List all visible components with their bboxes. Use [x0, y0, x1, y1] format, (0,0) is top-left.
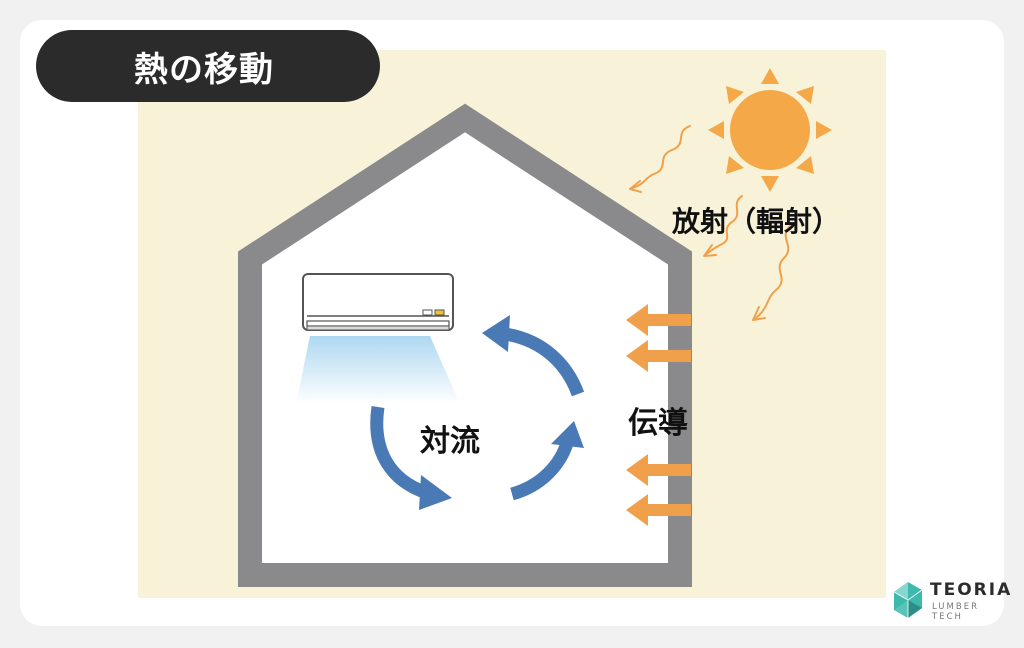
convection-arrow-left	[370, 406, 452, 510]
teoria-logo: TEORIA LUMBER TECH	[888, 578, 1010, 622]
page-title: 熱の移動	[134, 49, 274, 90]
title-pill: 熱の移動	[36, 30, 380, 102]
radiation-wave-3	[752, 225, 791, 321]
radiation-label: 放射（輻射）	[672, 205, 841, 238]
house-outline	[238, 103, 692, 587]
conduction-arrow-1	[626, 304, 691, 336]
radiation-wave-1	[629, 125, 691, 193]
logo-name: TEORIA	[930, 580, 1013, 600]
air-conditioner-icon	[296, 273, 460, 404]
radiation-wave-2	[703, 195, 743, 257]
sun-icon	[708, 68, 832, 192]
conduction-arrow-2	[626, 340, 691, 372]
convection-label: 対流	[420, 424, 480, 459]
logo-mark-icon	[893, 582, 923, 618]
radiation-waves	[629, 125, 791, 321]
conduction-label: 伝導	[628, 406, 688, 441]
convection-arrows	[370, 315, 585, 510]
conduction-arrow-4	[626, 494, 691, 526]
cool-air-flow	[296, 336, 460, 404]
convection-arrow-top	[482, 315, 585, 397]
logo-tagline: LUMBER TECH	[932, 602, 979, 622]
conduction-arrow-3	[626, 454, 691, 486]
conduction-arrows	[626, 304, 691, 526]
convection-arrow-bottom	[510, 421, 584, 501]
